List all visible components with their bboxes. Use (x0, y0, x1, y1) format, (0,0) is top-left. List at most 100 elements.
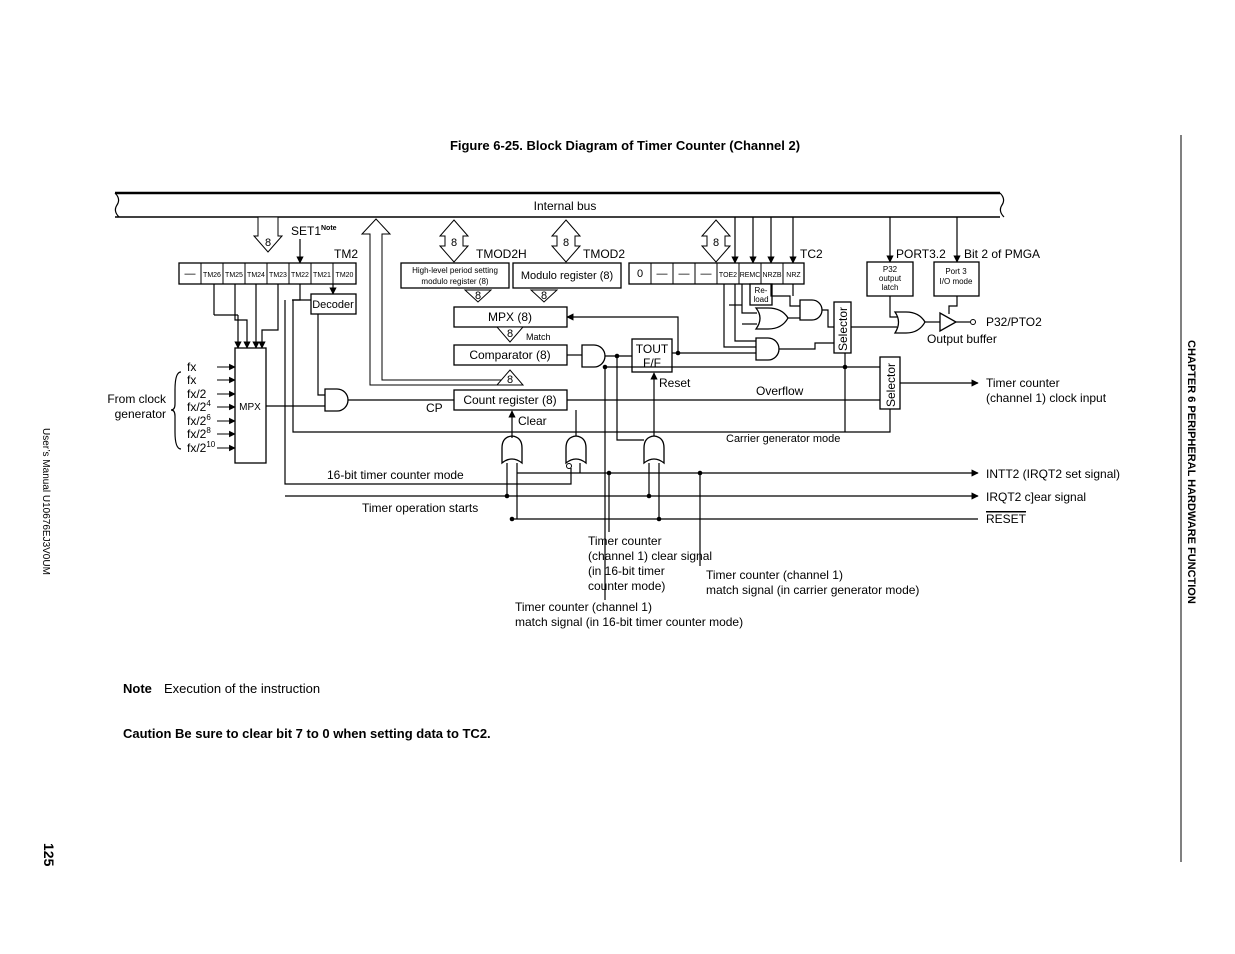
output-selector-label: Selector (836, 307, 850, 351)
cp-and-gate (324, 388, 349, 412)
svg-text:8: 8 (451, 237, 457, 249)
bus-arrow-tmod2h: 8 (438, 219, 470, 263)
ch1-match-carrier-2: match signal (in carrier generator mode) (706, 583, 919, 597)
tc2-bit-0: 0 (637, 268, 643, 280)
clock-input-5: fx/28 (187, 426, 211, 441)
clock-input-0: fx (187, 360, 196, 374)
tc2-bit-4: TOE2 (719, 272, 737, 279)
decoder-label: Decoder (312, 299, 354, 311)
clock-input-3: fx/24 (187, 399, 211, 414)
ch1-clear-3: (in 16-bit timer (588, 564, 665, 578)
timer-op-starts: Timer operation starts (362, 501, 478, 515)
svg-text:Re-: Re- (755, 286, 768, 295)
mpx8-input-a (463, 289, 493, 303)
tc2-bit-5: REMC (740, 272, 761, 279)
carrier-mode-label: Carrier generator mode (726, 433, 840, 445)
internal-bus-label: Internal bus (534, 199, 597, 213)
clock-selector-label: Selector (884, 363, 898, 407)
p32-pto2-pin: P32/PTO2 (986, 315, 1042, 329)
note-label: Note (123, 681, 152, 696)
clock-input-6: fx/210 (187, 440, 216, 455)
comparator-label: Comparator (8) (469, 348, 550, 362)
svg-text:8: 8 (265, 237, 271, 249)
svg-text:8: 8 (541, 290, 547, 302)
tm2-bit-4: TM23 (269, 272, 287, 279)
tc2-bit-3: — (701, 268, 712, 280)
clock-input-4: fx/26 (187, 413, 211, 428)
svg-text:output: output (879, 274, 902, 283)
svg-text:TOUT: TOUT (636, 342, 669, 356)
reset-or-gate (643, 435, 665, 465)
svg-text:8: 8 (563, 237, 569, 249)
nrz-and-gate (799, 299, 823, 321)
ch1-match-16-1: Timer counter (channel 1) (515, 600, 652, 614)
tc2-bit-7: NRZ (786, 272, 801, 279)
remc-or-gate (754, 307, 789, 330)
manual-id: User’s Manual U10676EJ3V0UM (40, 428, 51, 575)
irqt2-clear-label: IRQT2 c]ear signal (986, 490, 1086, 504)
p32-output-latch (866, 261, 914, 297)
tm2-label: TM2 (334, 247, 358, 261)
tm2-bit-2: TM25 (225, 272, 243, 279)
match-and-gate (581, 344, 606, 368)
chapter-header: CHAPTER 6 PERIPHERAL HARDWARE FUNCTION (1185, 340, 1197, 604)
reset-label: Reset (659, 376, 691, 390)
mpx8-input-b (529, 289, 559, 303)
reset-signal-label: RESET (986, 512, 1027, 526)
output-or-gate (893, 311, 926, 334)
port32-label: PORT3.2 (896, 247, 946, 261)
mpx8-label: MPX (8) (488, 310, 532, 324)
output-buffer-icon (939, 311, 958, 333)
set1-note: Note (321, 225, 337, 232)
caution-text: Caution Be sure to clear bit 7 to 0 when… (123, 726, 491, 741)
modulo-register (512, 262, 622, 289)
mode-16bit-label: 16-bit timer counter mode (327, 468, 464, 482)
ch1-clear-4: counter mode) (588, 579, 665, 593)
highlevel-register (400, 262, 510, 289)
overflow-label: Overflow (756, 384, 804, 398)
set1-label: SET1 (291, 224, 321, 238)
bus-arrow-tmod2: 8 (550, 219, 582, 263)
ch1-match-16-2: match signal (in 16-bit timer counter mo… (515, 615, 743, 629)
clock-input-1: fx (187, 373, 196, 387)
highlevel-line1: High-level period setting (412, 266, 498, 275)
clear-or-gate-1 (501, 435, 523, 465)
pmga-label: Bit 2 of PMGA (964, 247, 1040, 261)
reload-block (749, 283, 773, 306)
clear-label: Clear (518, 414, 547, 428)
from-clock-1: From clock (107, 392, 167, 406)
svg-text:8: 8 (475, 290, 481, 302)
svg-text:8: 8 (713, 237, 719, 249)
internal-bus: Internal bus (114, 191, 1005, 218)
port3-io-mode (933, 261, 980, 297)
clock-input-2: fx/2 (187, 387, 207, 401)
toe2-and-gate (755, 337, 780, 361)
svg-text:8: 8 (507, 328, 513, 340)
count-to-comparator (495, 369, 525, 386)
mpx8-to-comparator (495, 326, 525, 343)
bus-arrow-tm2: 8 (252, 216, 284, 253)
page-number: 125 (41, 843, 57, 867)
svg-text:I/O mode: I/O mode (940, 277, 973, 286)
match-label: Match (526, 332, 551, 342)
svg-text:latch: latch (882, 283, 899, 292)
bus-arrow-tc2: 8 (700, 219, 732, 263)
tm2-bit-5: TM22 (291, 272, 309, 279)
from-clock-2: generator (115, 407, 166, 421)
cp-label: CP (426, 401, 443, 415)
highlevel-line2: modulo register (8) (421, 277, 488, 286)
intt2-label: INTT2 (IRQT2 set signal) (986, 467, 1120, 481)
clear-or-gate-2 (565, 435, 587, 465)
tm2-bit-3: TM24 (247, 272, 265, 279)
count-register-label: Count register (8) (463, 393, 556, 407)
timer-clock-out-1: Timer counter (986, 376, 1060, 390)
tm2-bit-6: TM21 (313, 272, 331, 279)
tm2-bit-1: TM26 (203, 272, 221, 279)
note-text: Execution of the instruction (164, 681, 320, 696)
timer-clock-out-2: (channel 1) clock input (986, 391, 1107, 405)
svg-text:8: 8 (507, 374, 513, 386)
